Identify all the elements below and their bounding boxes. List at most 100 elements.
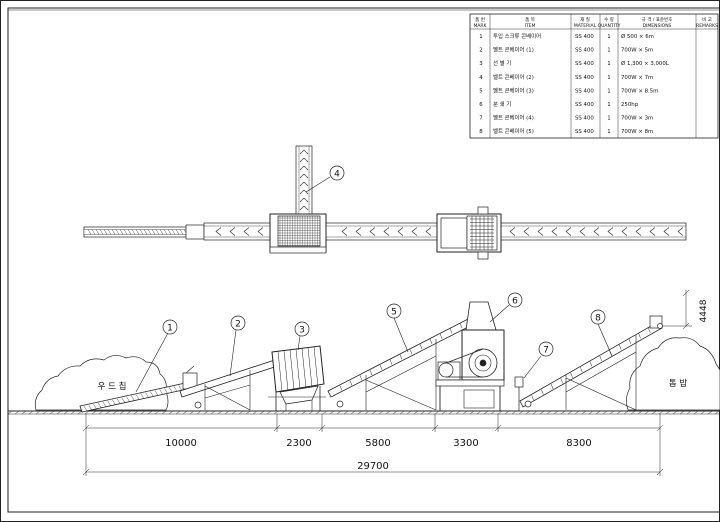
row-item: 벨트 콘베이어 (2) (493, 73, 534, 81)
row-mark: 2 (479, 48, 482, 54)
sawdust-pile (626, 337, 720, 411)
header-material-ko: 재 질 (580, 16, 590, 23)
support-frame (565, 335, 637, 411)
row-material: SS 400 (575, 88, 594, 94)
plan-crusher (436, 206, 502, 260)
header-quantity-ko: 수 량 (604, 16, 614, 23)
row-material: SS 400 (575, 116, 594, 122)
row-mark: 5 (479, 88, 482, 94)
row-material: SS 400 (575, 61, 594, 67)
callout-5-label: 5 (391, 308, 397, 318)
header-mark-en: MARK (473, 23, 487, 29)
header-quantity-en: QUANTITY (598, 23, 621, 29)
table-row: 6 분 쇄 기 SS 400 1 250hp (479, 100, 638, 108)
dim-total: 29700 (357, 461, 389, 472)
height-dimension-label: 4448 (699, 299, 709, 322)
row-item: 분 쇄 기 (493, 100, 511, 108)
callout-8-label: 8 (595, 314, 601, 324)
dim-segment-2: 2300 (286, 438, 311, 449)
row-quantity: 1 (607, 48, 610, 54)
elevation-belt-conveyor-8 (519, 315, 663, 411)
header-dimensions-ko: 규 격 / 표준번호 (642, 16, 673, 23)
callout-1: 1 (135, 319, 178, 393)
row-quantity: 1 (607, 75, 610, 81)
elevation-crusher (435, 301, 505, 411)
table-header: 품 번 MARK 품 목 ITEM 재 질 MATERIAL 수 량 QUANT… (473, 16, 718, 29)
row-quantity: 1 (607, 88, 610, 94)
row-spec: 700W × 5m (621, 48, 653, 54)
callout-6: 6 (489, 292, 523, 323)
table-row: 4 벨트 콘베이어 (2) SS 400 1 700W × 7m (479, 73, 653, 81)
dim-segment-4: 3300 (453, 438, 478, 449)
header-remarks-en: REMARKS (696, 23, 718, 29)
row-quantity: 1 (607, 34, 610, 40)
callout-4: 4 (305, 165, 345, 193)
plan-trommel (269, 213, 327, 254)
callout-7-label: 7 (543, 346, 549, 356)
row-mark: 8 (479, 129, 483, 135)
callout-5: 5 (386, 303, 409, 353)
table-row: 1 투입 스크류 콘베이어 SS 400 1 Ø 500 × 6m (479, 32, 654, 40)
callout-7: 7 (523, 341, 554, 379)
support-frame (365, 339, 437, 411)
row-material: SS 400 (575, 75, 594, 81)
row-mark: 6 (479, 102, 483, 108)
row-spec: 700W × 3m (621, 116, 653, 122)
header-item-ko: 품 목 (525, 17, 535, 23)
row-mark: 7 (479, 116, 482, 122)
height-dimension (662, 289, 692, 330)
header-remarks-ko: 비 고 (702, 16, 712, 23)
row-item: 벨트 콘베이어 (4) (493, 114, 534, 122)
inner-border (7, 7, 720, 513)
row-spec: 700W × 7m (621, 75, 653, 81)
plan-vertical-conveyor (295, 145, 313, 217)
row-spec: Ø 500 × 6m (621, 33, 654, 40)
sawdust-label: 톱 밥 (669, 379, 688, 389)
row-mark: 1 (479, 34, 482, 40)
row-material: SS 400 (575, 34, 594, 40)
plan-view (83, 145, 687, 260)
callout-6-label: 6 (512, 297, 518, 307)
row-quantity: 1 (607, 129, 610, 135)
table-body: 1 투입 스크류 콘베이어 SS 400 1 Ø 500 × 6m 2 벨트 콘… (479, 32, 669, 135)
row-quantity: 1 (607, 116, 610, 122)
table-row: 3 선 별 기 SS 400 1 Ø 1,300 × 3,000L (479, 59, 669, 67)
dimension-labels: 10000 2300 5800 3300 8300 29700 (165, 438, 592, 472)
row-spec: 250hp (621, 102, 639, 108)
header-mark-ko: 품 번 (475, 16, 485, 23)
callout-8: 8 (590, 309, 613, 357)
header-material-en: MATERIAL (574, 23, 597, 29)
row-mark: 4 (479, 75, 483, 81)
row-quantity: 1 (607, 102, 610, 108)
support-frame (204, 370, 251, 411)
wood-chip-label: 우 드 칩 (98, 382, 127, 392)
row-spec: 700W × 8m (621, 129, 653, 135)
row-material: SS 400 (575, 48, 594, 54)
row-spec: 700W × 8.5m (621, 88, 658, 94)
row-item: 선 별 기 (493, 59, 511, 67)
row-material: SS 400 (575, 102, 594, 108)
callout-4-label: 4 (334, 170, 340, 180)
row-spec: Ø 1,300 × 3,000L (621, 60, 669, 67)
row-mark: 3 (479, 61, 482, 67)
table-row: 8 벨트 콘베이어 (5) SS 400 1 700W × 8m (479, 127, 653, 135)
callout-3-label: 3 (299, 326, 305, 336)
elevation-belt-conveyor-7 (514, 376, 524, 411)
callout-2: 2 (229, 315, 246, 377)
callout-3: 3 (294, 321, 310, 351)
dimension-lines (82, 414, 664, 476)
dim-segment-1: 10000 (165, 438, 197, 449)
row-item: 벨트 콘베이어 (5) (493, 127, 534, 135)
dim-segment-3: 5800 (365, 438, 390, 449)
table-row: 7 벨트 콘베이어 (4) SS 400 1 700W × 3m (479, 114, 653, 122)
elevation-trommel (268, 345, 326, 411)
callout-1-label: 1 (167, 324, 173, 334)
header-item-en: ITEM (525, 23, 536, 29)
elevation-view (7, 289, 720, 415)
row-item: 벨트 콘베이어 (1) (493, 46, 534, 54)
row-quantity: 1 (607, 61, 610, 67)
header-dimensions-en: DIMENSIONS (643, 23, 672, 29)
plan-screw-conveyor (83, 224, 205, 240)
row-material: SS 400 (575, 129, 594, 135)
